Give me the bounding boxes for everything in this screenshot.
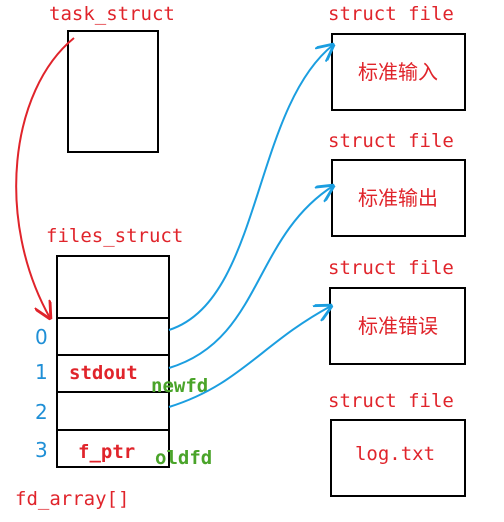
task-to-files-arrow (15, 37, 75, 318)
file-content-stdin: 标准输入 (358, 60, 438, 84)
fd-index-1: 1 (35, 360, 48, 384)
fd2-to-stderr-arrow (168, 306, 331, 408)
struct-file-box-logtxt (330, 419, 466, 497)
struct-file-label-0: struct file (328, 3, 454, 25)
file-content-logtxt: log.txt (355, 443, 435, 465)
task-struct-label: task_struct (49, 3, 175, 25)
fd-array-label: fd_array[] (15, 488, 129, 510)
fd-index-0: 0 (35, 325, 48, 349)
files-struct-box (56, 255, 170, 468)
file-content-stdout: 标准输出 (358, 186, 438, 210)
task-struct-box (67, 30, 159, 153)
files-struct-label: files_struct (46, 225, 183, 247)
struct-file-box-stdin (331, 33, 466, 111)
newfd-annotation: newfd (151, 375, 208, 397)
oldfd-annotation: oldfd (155, 447, 212, 469)
struct-file-label-2: struct file (328, 257, 454, 279)
fd1-to-stdout-arrow (168, 186, 333, 369)
struct-file-box-stderr (329, 287, 466, 365)
struct-file-label-3: struct file (328, 390, 454, 412)
fd-slot-3-text: f_ptr (78, 441, 135, 463)
fd0-to-stdin-arrow (168, 45, 333, 331)
struct-file-label-1: struct file (328, 130, 454, 152)
fd-slot-1-text: stdout (69, 362, 138, 384)
file-content-stderr: 标准错误 (358, 314, 438, 338)
fd-index-3: 3 (35, 438, 48, 462)
fd-index-2: 2 (35, 400, 48, 424)
